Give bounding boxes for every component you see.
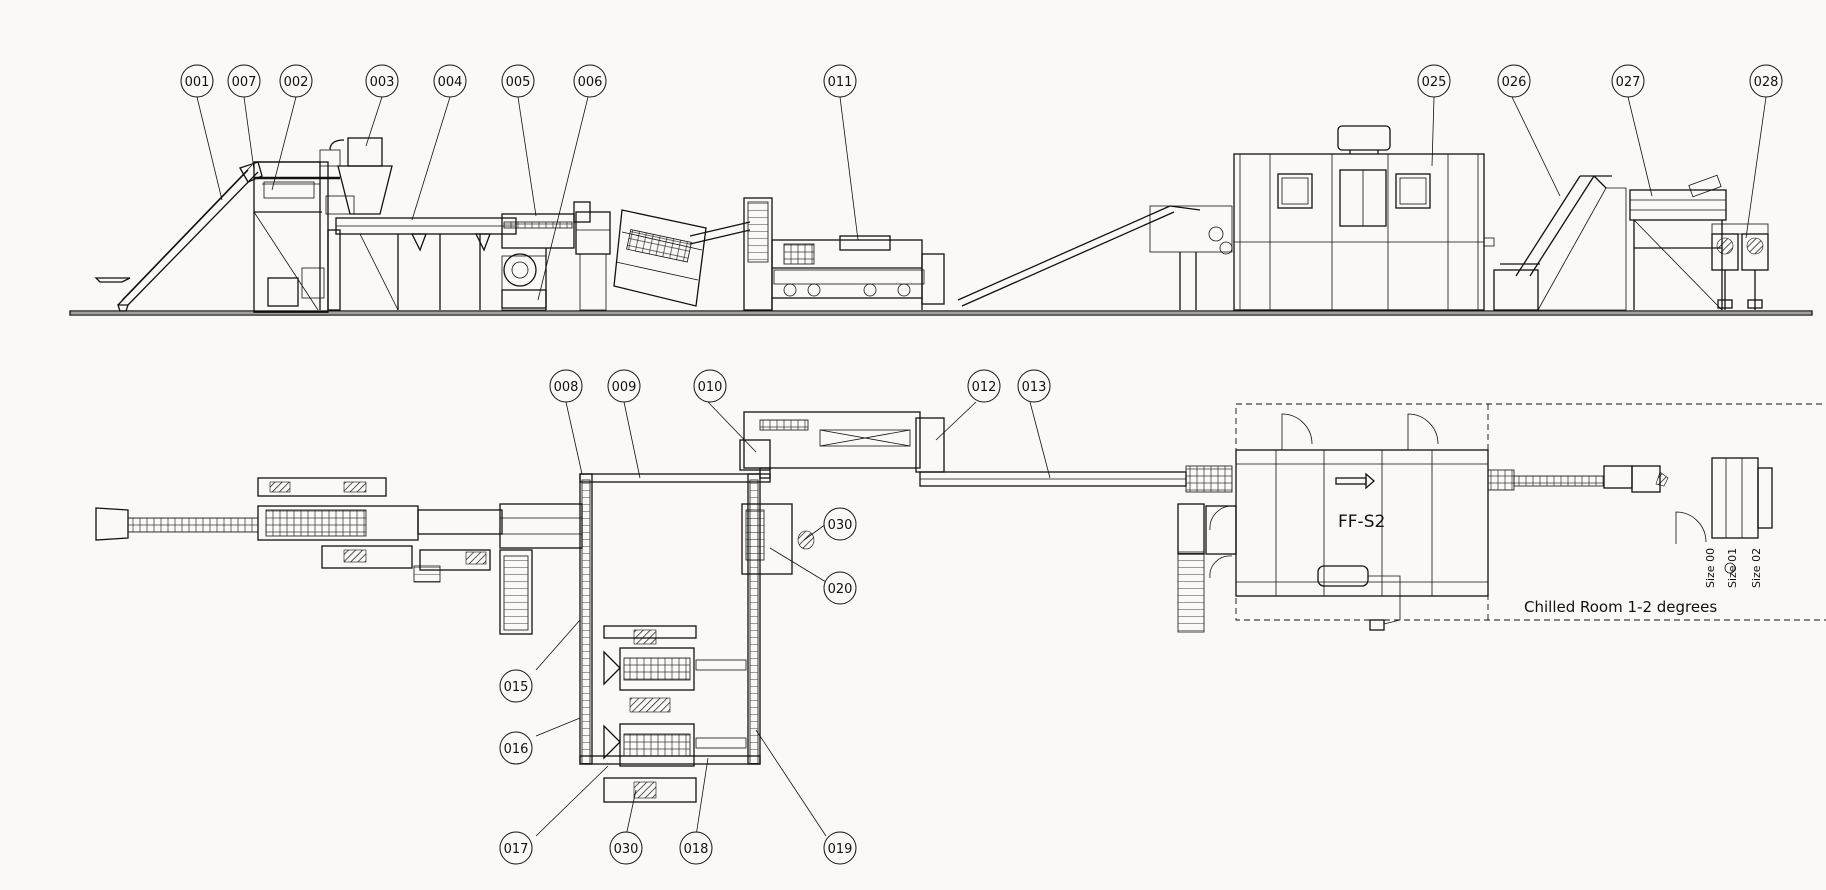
grader-027: [1629, 174, 1727, 311]
callout-027-elevation: 027: [1611, 64, 1645, 98]
fryer-011: [743, 197, 945, 311]
svg-text:001: 001: [185, 75, 210, 90]
incline-conveyor: [957, 205, 1233, 310]
callout-030-plan: 030: [609, 831, 643, 865]
platform-002: [253, 161, 340, 313]
callout-011-elevation: 011: [823, 64, 857, 98]
svg-text:010: 010: [698, 380, 723, 395]
washer-005: [501, 213, 575, 311]
callout-016-plan: 016: [499, 731, 533, 765]
svg-text:002: 002: [284, 75, 309, 90]
freezer-label: FF-S2: [1338, 512, 1385, 532]
callout-004-elevation: 004: [433, 64, 467, 98]
inclined-elevator-001: [94, 161, 263, 312]
svg-text:015: 015: [504, 680, 529, 695]
callout-013-plan: 013: [1017, 369, 1051, 403]
svg-text:017: 017: [504, 842, 529, 857]
callout-012-plan: 012: [967, 369, 1001, 403]
processing-units: [603, 625, 747, 803]
svg-text:003: 003: [370, 75, 395, 90]
svg-text:027: 027: [1616, 75, 1641, 90]
svg-text:009: 009: [612, 380, 637, 395]
freezer-building-025: [1233, 125, 1495, 311]
svg-text:004: 004: [438, 75, 463, 90]
size-00-label: Size 00: [1704, 548, 1717, 588]
svg-text:007: 007: [232, 75, 257, 90]
infeed-funnel: [95, 507, 129, 541]
svg-text:008: 008: [554, 380, 579, 395]
svg-text:019: 019: [828, 842, 853, 857]
callout-030-plan: 030: [823, 507, 857, 541]
callout-009-plan: 009: [607, 369, 641, 403]
callout-017-plan: 017: [499, 831, 533, 865]
inclined-drum: [613, 209, 751, 307]
infeed-conveyor: [127, 517, 259, 533]
hopper-003: [319, 137, 393, 311]
svg-text:028: 028: [1754, 75, 1779, 90]
chilled-room-label: Chilled Room 1-2 degrees: [1524, 598, 1717, 616]
side-machine-020: [741, 503, 815, 575]
svg-text:005: 005: [506, 75, 531, 90]
callout-020-plan: 020: [823, 571, 857, 605]
freezer-plan: [1177, 403, 1826, 633]
svg-text:025: 025: [1422, 75, 1447, 90]
callout-008-plan: 008: [549, 369, 583, 403]
callout-003-elevation: 003: [365, 64, 399, 98]
svg-text:016: 016: [504, 742, 529, 757]
svg-text:020: 020: [828, 582, 853, 597]
plan-view: FF-S2 Chilled Room 1-2 degrees Size 00 S…: [95, 401, 1826, 837]
callout-010-plan: 010: [693, 369, 727, 403]
elevation-view: [69, 96, 1813, 316]
callout-007-elevation: 007: [227, 64, 261, 98]
callout-001-elevation: 001: [180, 64, 214, 98]
fryer-plan-010: [739, 411, 945, 479]
callout-026-elevation: 026: [1497, 64, 1531, 98]
svg-text:013: 013: [1022, 380, 1047, 395]
conveyor-004: [335, 217, 517, 311]
elevator-026: [1493, 175, 1627, 311]
callout-015-plan: 015: [499, 669, 533, 703]
callout-005-elevation: 005: [501, 64, 535, 98]
callout-025-elevation: 025: [1417, 64, 1451, 98]
svg-text:011: 011: [828, 75, 853, 90]
washing-line-plan: [257, 477, 583, 635]
svg-text:006: 006: [578, 75, 603, 90]
callout-006-elevation: 006: [573, 64, 607, 98]
svg-text:012: 012: [972, 380, 997, 395]
size-01-label: Size 01: [1726, 548, 1739, 588]
callout-028-elevation: 028: [1749, 64, 1783, 98]
callout-002-elevation: 002: [279, 64, 313, 98]
callout-019-plan: 019: [823, 831, 857, 865]
feeder-006: [573, 201, 611, 311]
svg-text:018: 018: [684, 842, 709, 857]
bagging-028: [1711, 223, 1769, 310]
callout-018-plan: 018: [679, 831, 713, 865]
svg-text:030: 030: [828, 518, 853, 533]
size-02-label: Size 02: [1750, 548, 1763, 588]
svg-text:026: 026: [1502, 75, 1527, 90]
svg-text:030: 030: [614, 842, 639, 857]
